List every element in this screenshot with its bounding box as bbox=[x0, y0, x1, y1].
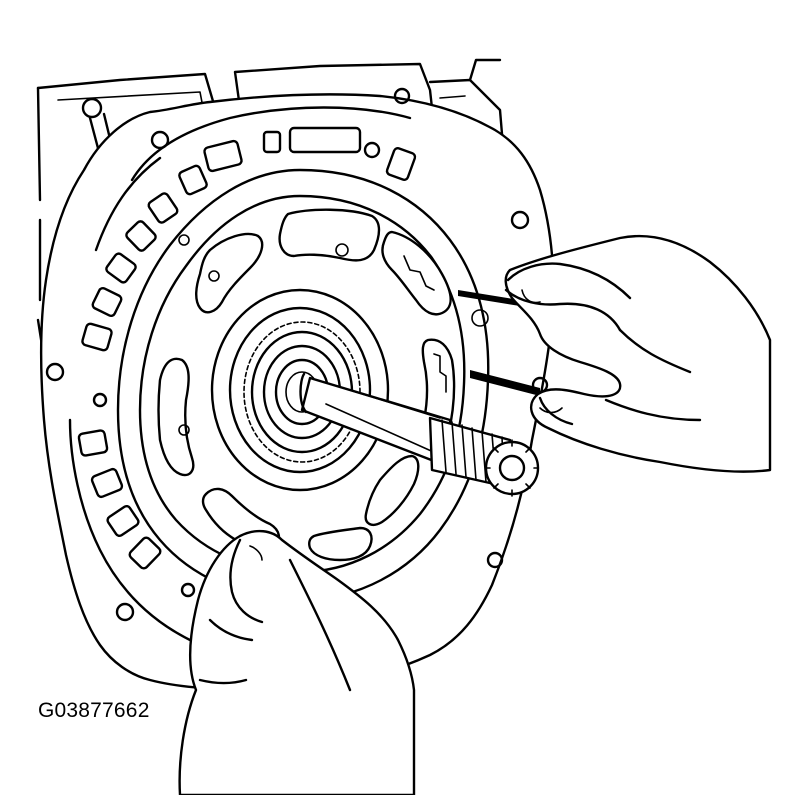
figure-code-label: G03877662 bbox=[38, 699, 150, 722]
right-hand bbox=[504, 234, 772, 473]
left-hand bbox=[178, 529, 416, 795]
input-shaft bbox=[299, 372, 540, 497]
measuring-tool bbox=[458, 290, 540, 396]
outer-slot-ring bbox=[68, 106, 417, 642]
